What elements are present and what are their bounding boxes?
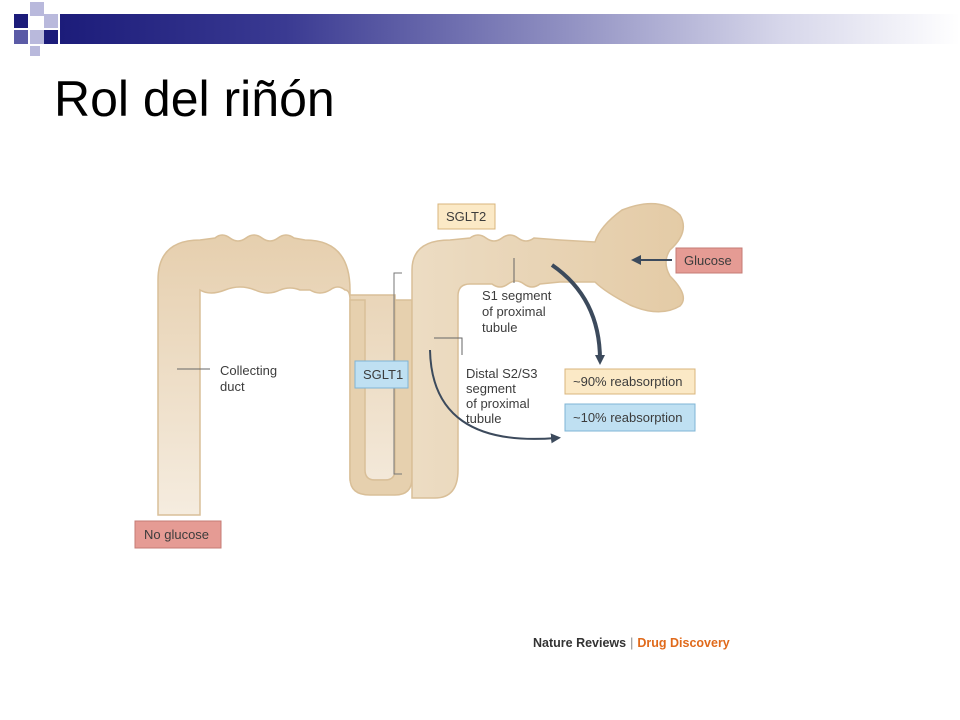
decor-square	[30, 2, 44, 16]
glucose-label: Glucose	[684, 253, 732, 268]
collecting-duct-line: Collecting	[220, 363, 277, 378]
title-gradient-bar	[60, 14, 960, 44]
distal-segment-line: Distal S2/S3	[466, 366, 538, 381]
s1-segment-line: S1 segment	[482, 288, 552, 303]
reabsorption-90-label: ~90% reabsorption	[573, 374, 683, 389]
decor-square	[44, 14, 58, 28]
sglt1-box	[354, 360, 409, 389]
collecting-duct-label: Collecting duct	[220, 363, 281, 394]
decor-square	[30, 46, 40, 56]
credit-journal: Drug Discovery	[637, 636, 730, 650]
distal-segment-line: of proximal	[466, 396, 530, 411]
distal-segment-label: Distal S2/S3 segment of proximal tubule	[466, 366, 541, 426]
sglt2-label: SGLT2	[446, 209, 486, 224]
sglt2-box	[437, 203, 496, 230]
no-glucose-box	[134, 520, 222, 549]
collecting-duct-line: duct	[220, 379, 245, 394]
distal-segment-line: segment	[466, 381, 516, 396]
credit-separator: |	[630, 636, 634, 650]
credit-publisher: Nature Reviews	[533, 636, 627, 650]
decor-square	[14, 14, 28, 28]
reabsorption-10-label: ~10% reabsorption	[573, 410, 683, 425]
loop-bottom-shape	[349, 299, 413, 496]
no-glucose-label: No glucose	[144, 527, 209, 542]
figure-credit: Nature Reviews|Drug Discovery	[533, 636, 730, 650]
s1-reabsorption-arrow	[550, 263, 605, 365]
distal-segment-line: tubule	[466, 411, 501, 426]
proximal-tubule-shape	[411, 202, 685, 499]
s1-segment-line: tubule	[482, 320, 517, 335]
decor-square	[14, 30, 28, 44]
title-decoration	[0, 0, 960, 60]
decor-square	[30, 30, 44, 44]
glucose-box	[675, 247, 743, 274]
s1-segment-label: S1 segment of proximal tubule	[482, 288, 555, 335]
distal-reabsorption-arrow	[429, 349, 561, 444]
sglt1-label: SGLT1	[363, 367, 403, 382]
distal-leader	[434, 337, 463, 355]
page-title: Rol del riñón	[54, 71, 335, 127]
s1-segment-line: of proximal	[482, 304, 546, 319]
reabsorption-10-box	[564, 403, 696, 432]
decor-square	[44, 30, 58, 44]
reabsorption-90-box	[564, 368, 696, 395]
